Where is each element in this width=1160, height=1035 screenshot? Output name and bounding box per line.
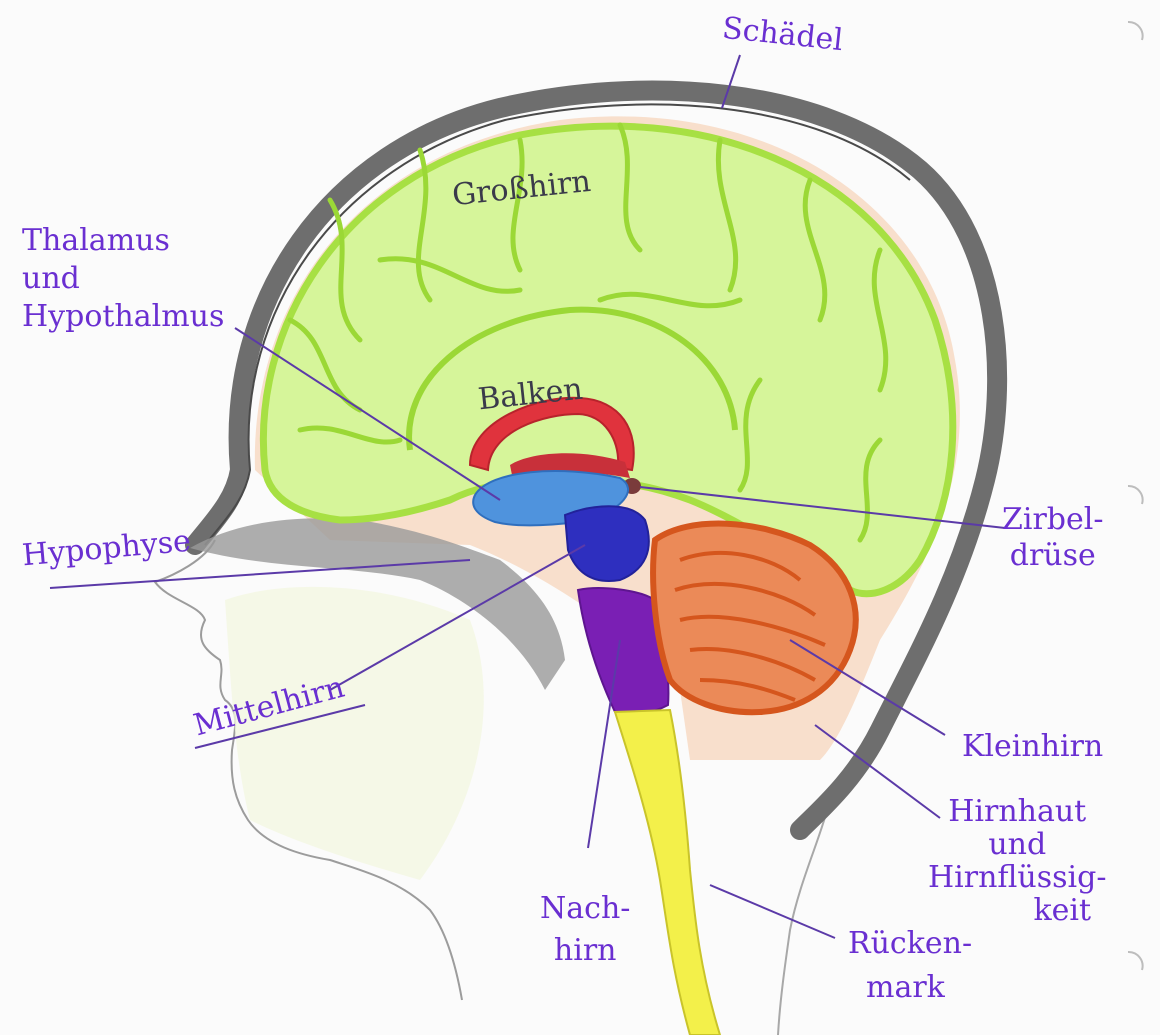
label-hirnhaut-line-2: und bbox=[928, 828, 1106, 861]
label-thalamus-line-2: und bbox=[22, 260, 224, 298]
label-zirbel-line-2: drüse bbox=[1002, 538, 1103, 574]
label-nachhirn: Nach- hirn bbox=[540, 888, 630, 972]
label-thalamus-und-hypothalmus: Thalamus und Hypothalmus bbox=[22, 222, 224, 336]
label-hirnhaut-line-3: Hirnflüssig- bbox=[928, 861, 1106, 894]
label-zirbeldruese: Zirbel- drüse bbox=[1002, 502, 1103, 574]
label-nachhirn-line-2: hirn bbox=[540, 930, 630, 972]
label-thalamus-line-3: Hypothalmus bbox=[22, 298, 224, 336]
binder-hole-top bbox=[1128, 22, 1143, 40]
label-rueckenmark-line-1: Rücken- bbox=[848, 922, 972, 966]
label-kleinhirn: Kleinhirn bbox=[962, 730, 1103, 764]
binder-hole-middle bbox=[1128, 486, 1143, 504]
label-hirnhaut-line-1: Hirnhaut bbox=[928, 795, 1106, 828]
binder-hole-bottom bbox=[1128, 952, 1143, 970]
label-zirbel-line-1: Zirbel- bbox=[1002, 502, 1103, 538]
label-hirnhaut-und-hirnfluessigkeit: Hirnhaut und Hirnflüssig- keit bbox=[928, 795, 1106, 927]
label-rueckenmark-line-2: mark bbox=[848, 966, 972, 1010]
pointer-rueckenmark bbox=[710, 885, 835, 938]
label-nachhirn-line-1: Nach- bbox=[540, 888, 630, 930]
label-thalamus-line-1: Thalamus bbox=[22, 222, 224, 260]
label-rueckenmark: Rücken- mark bbox=[848, 922, 972, 1010]
